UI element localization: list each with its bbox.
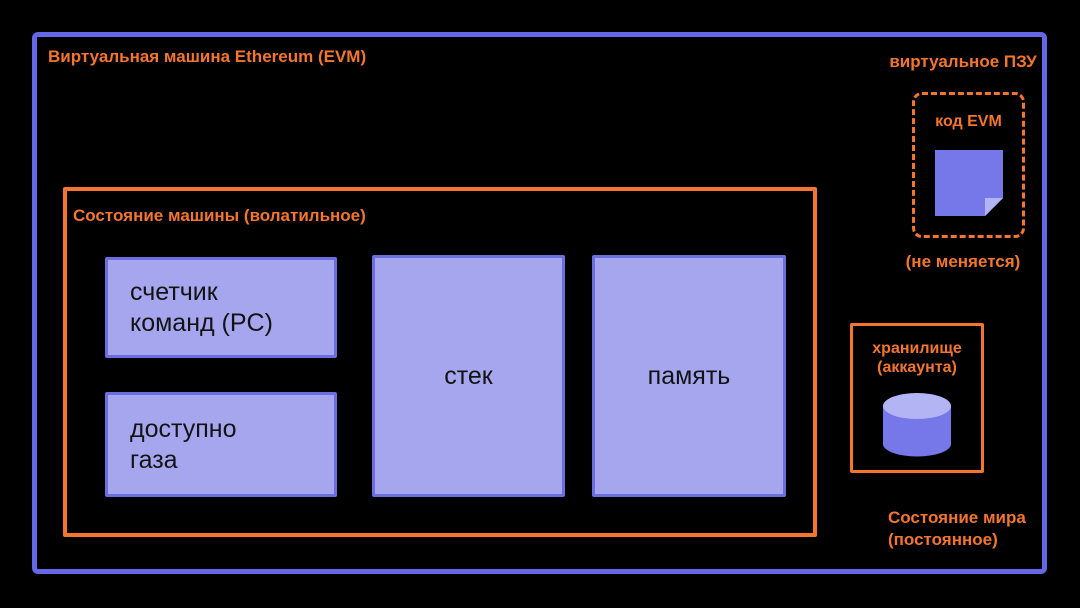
virtual-rom-title: виртуальное ПЗУ [889, 52, 1037, 71]
world-state-label: Состояние мира (постоянное) [888, 508, 1026, 549]
account-storage-box: хранилище (аккаунта) [850, 323, 984, 473]
gas-available-box: доступно газа [105, 392, 337, 497]
machine-state-label: Состояние машины (волатильное) [73, 206, 366, 225]
memory-box: память [592, 255, 786, 497]
evm-title: Виртуальная машина Ethereum (EVM) [48, 47, 367, 66]
program-counter-label: счетчик команд (PC) [130, 277, 273, 337]
note-icon [934, 150, 1003, 216]
evm-container-box: Виртуальная машина Ethereum (EVM) Состоя… [32, 32, 1047, 574]
stack-label: стек [444, 361, 493, 390]
program-counter-box: счетчик команд (PC) [105, 257, 337, 358]
evm-code-label: код EVM [935, 113, 1002, 130]
account-storage-label: хранилище (аккаунта) [872, 340, 962, 376]
machine-state-box: Состояние машины (волатильное) счетчик к… [63, 187, 817, 537]
rom-immutable-note: (не меняется) [905, 252, 1021, 271]
gas-available-label: доступно газа [130, 414, 237, 474]
memory-label: память [647, 361, 731, 390]
stack-box: стек [372, 255, 565, 497]
evm-code-box: код EVM [912, 92, 1025, 238]
database-icon [883, 393, 951, 457]
